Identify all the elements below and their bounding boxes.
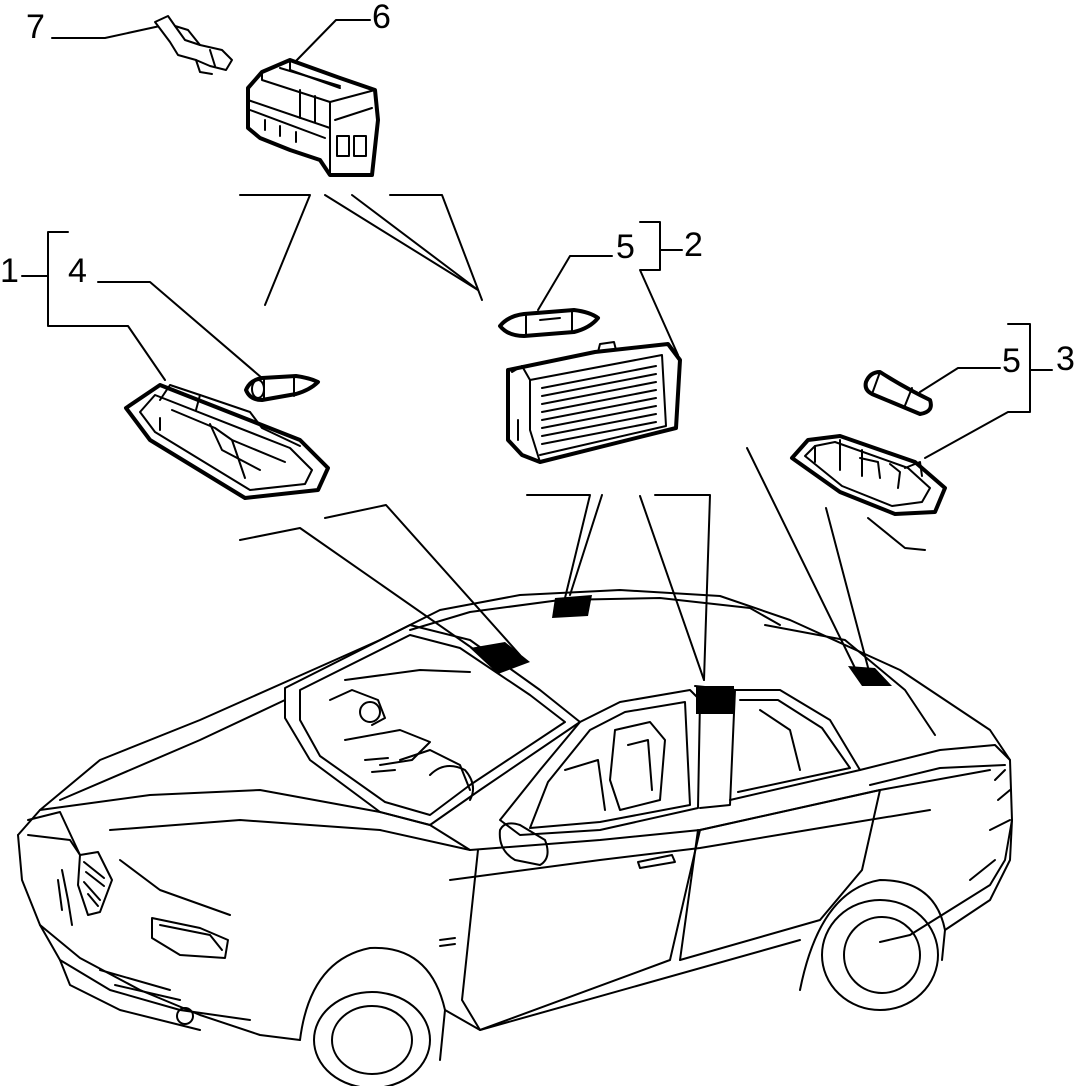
leader-lines bbox=[21, 19, 1053, 681]
callout-1: 1 bbox=[0, 252, 19, 290]
callout-5-a: 5 bbox=[616, 228, 635, 266]
marker-rear-lamp bbox=[848, 666, 892, 686]
location-markers bbox=[470, 595, 892, 714]
callout-7: 7 bbox=[26, 8, 45, 46]
car-outline bbox=[17, 589, 1013, 1086]
marker-center-lamp bbox=[552, 595, 592, 618]
front-courtesy-lamp-part-1 bbox=[124, 383, 330, 500]
marker-b-pillar bbox=[696, 686, 734, 714]
bulb-part-5-center bbox=[498, 308, 600, 338]
callout-6: 6 bbox=[372, 0, 391, 36]
callout-2: 2 bbox=[684, 226, 703, 264]
lens-grille bbox=[541, 365, 657, 445]
center-dome-lamp-part-2 bbox=[506, 341, 682, 464]
callout-3: 3 bbox=[1056, 340, 1075, 378]
bulb-part-4 bbox=[244, 374, 320, 402]
marker-front-lamp bbox=[470, 642, 530, 674]
connector-part-6 bbox=[246, 58, 380, 177]
rear-courtesy-lamp-part-3 bbox=[790, 434, 947, 516]
bulb-part-5-rear bbox=[863, 370, 933, 416]
callout-5-b: 5 bbox=[1002, 342, 1021, 380]
callout-4: 4 bbox=[68, 252, 87, 290]
terminal-part-7 bbox=[154, 15, 233, 75]
